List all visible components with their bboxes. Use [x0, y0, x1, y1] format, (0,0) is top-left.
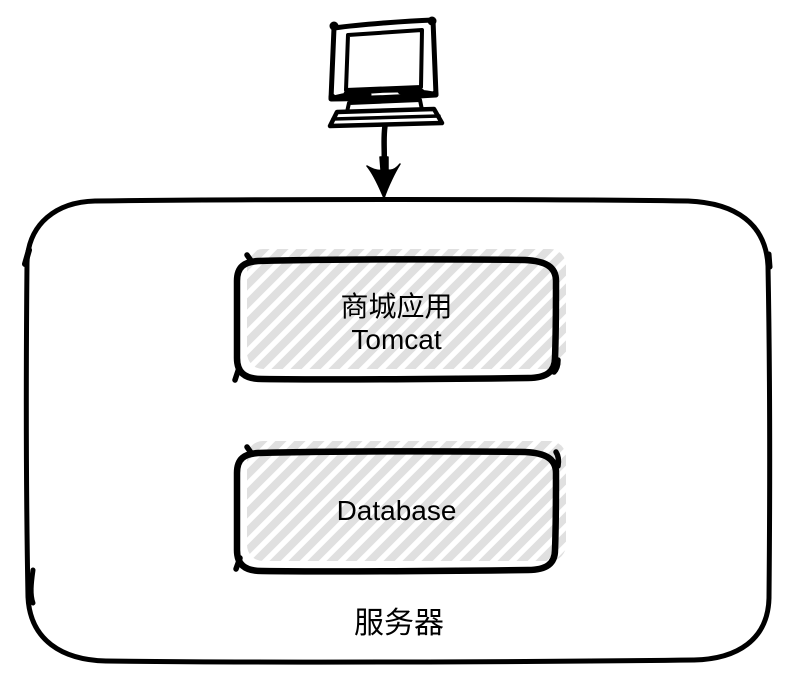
arrow-down-icon: [366, 123, 401, 199]
tomcat-app-label-line1: 商城应用: [340, 291, 453, 322]
tomcat-app-node: [232, 249, 566, 383]
tomcat-app-label-line2: Tomcat: [351, 324, 442, 355]
desktop-computer-icon: [327, 16, 445, 129]
server-boundary-box: [22, 197, 773, 665]
server-label: 服务器: [354, 607, 444, 640]
database-node: [233, 441, 566, 575]
database-label: Database: [336, 495, 457, 526]
database-hatch-fill: [247, 441, 566, 561]
tomcat-app-label: 商城应用 Tomcat: [237, 262, 556, 380]
tomcat-app-border: [233, 256, 560, 383]
database-border: [233, 448, 560, 575]
tomcat-app-hatch-fill: [247, 249, 566, 369]
